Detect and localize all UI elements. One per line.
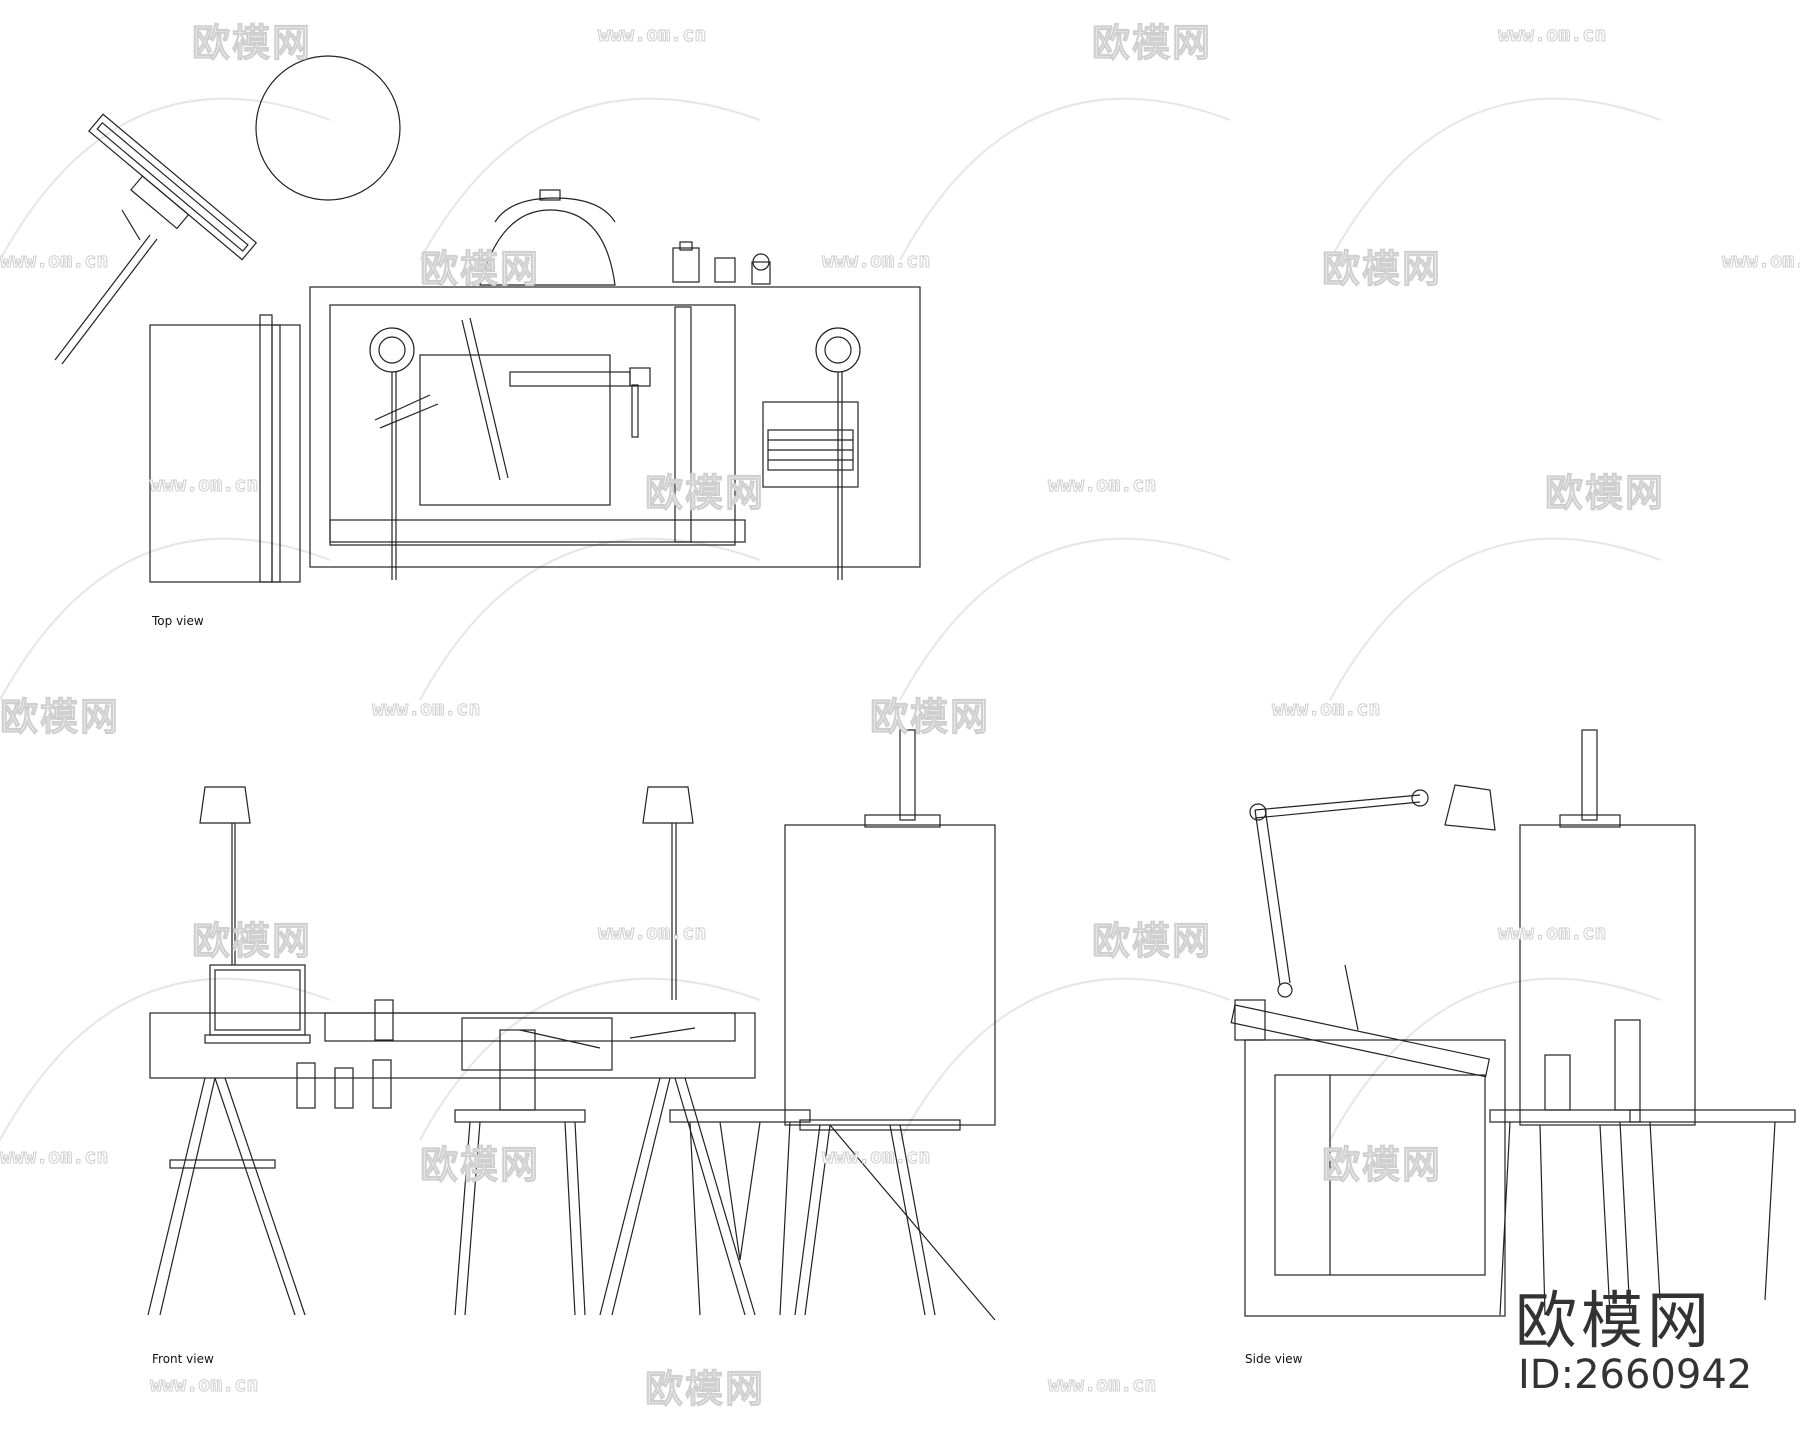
lamp-shade [369,327,415,373]
jar [714,257,736,283]
watermark-brand: 欧模网 [869,695,991,740]
watermark-brand: 欧模网 [191,919,313,964]
watermark-brand: 欧模网 [644,1367,766,1412]
brand-logo-text: 欧模网 [1515,1284,1714,1357]
watermark-url: www.om.cn [1497,22,1607,47]
side-view-label: Side view [1245,1352,1303,1366]
watermark-url: www.om.cn [149,1372,259,1397]
front-table-top [149,1012,756,1079]
watermark-url: www.om.cn [597,920,707,945]
watermark-brand: 欧模网 [191,21,313,66]
watermark-brand: 欧模网 [1091,919,1213,964]
side-drafting-board [1230,1004,1491,1078]
stool [454,1109,586,1123]
watermark-url: www.om.cn [821,1144,931,1169]
watermark-url: www.om.cn [1721,248,1800,273]
model-id: ID:2660942 [1518,1352,1753,1398]
watermark-url: www.om.cn [1271,696,1381,721]
laptop-top [762,401,859,488]
watermark-url: www.om.cn [821,248,931,273]
watermark-url: www.om.cn [0,248,109,273]
easel-canvas [784,824,996,1126]
watermark-brand: 欧模网 [1091,21,1213,66]
side-easel-canvas [1519,824,1696,1126]
watermark-url: www.om.cn [1047,1372,1157,1397]
watermark-url: www.om.cn [371,696,481,721]
watermark-url: www.om.cn [1047,472,1157,497]
easel-top [88,113,258,261]
jar [751,261,771,285]
round-rug [255,55,401,201]
watermark-brand: 欧模网 [1544,471,1666,516]
side-cabinet [149,324,301,583]
watermark-brand: 欧模网 [1321,247,1443,292]
watermark-url: www.om.cn [1497,920,1607,945]
watermark-brand: 欧模网 [419,247,541,292]
watermark-brand: 欧模网 [644,471,766,516]
lamp-shade [815,327,861,373]
watermark-brand: 欧模网 [419,1143,541,1188]
side-view-drawing [1230,729,1796,1317]
desk-top [309,286,921,568]
top-view-drawing [54,55,921,583]
front-view-drawing [147,729,996,1321]
watermark-url: www.om.cn [597,22,707,47]
watermark-arc-pattern [0,97,1661,1141]
watermark-url: www.om.cn [0,1144,109,1169]
laptop-front [209,964,306,1036]
kettle [479,189,616,286]
front-view-label: Front view [152,1352,214,1366]
top-view-label: Top view [152,614,204,628]
watermark-url: www.om.cn [149,472,259,497]
jar [672,247,700,283]
watermark-brand: 欧模网 [1321,1143,1443,1188]
watermark-brand: 欧模网 [0,695,121,740]
